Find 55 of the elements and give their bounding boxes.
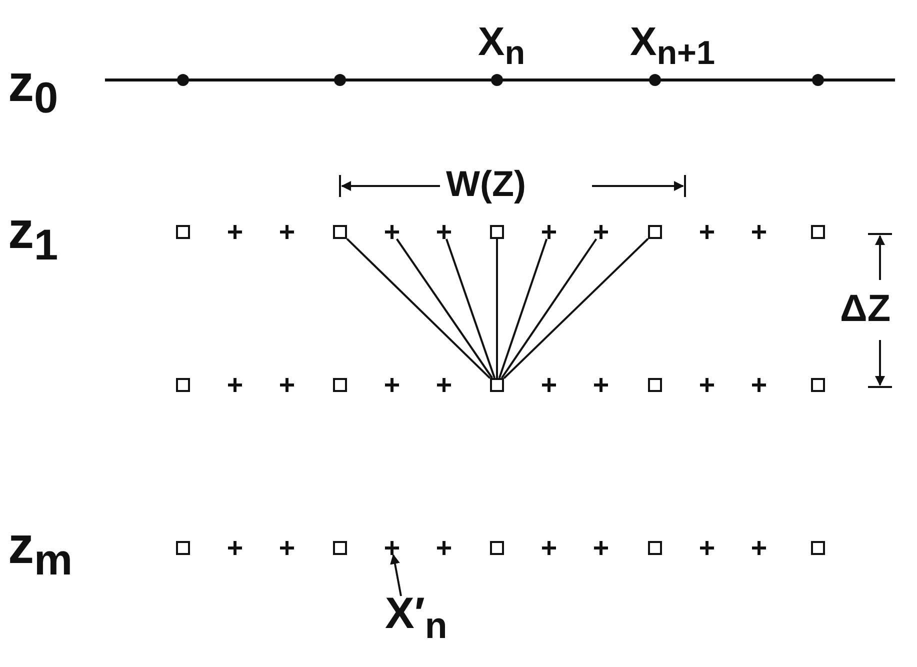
plus-marker	[594, 225, 608, 239]
plus-marker	[437, 225, 451, 239]
plus-marker	[594, 541, 608, 555]
plus-marker	[280, 378, 294, 392]
square-marker	[811, 225, 825, 239]
plus-marker	[542, 378, 556, 392]
plus-marker	[700, 541, 714, 555]
connector-line	[346, 238, 491, 379]
plus-marker	[385, 225, 399, 239]
square-marker	[333, 541, 347, 555]
plus-marker	[542, 541, 556, 555]
plus-marker	[594, 378, 608, 392]
plus-marker	[228, 378, 242, 392]
square-marker	[176, 225, 190, 239]
square-marker	[333, 225, 347, 239]
plus-marker	[385, 378, 399, 392]
connector-line	[498, 238, 548, 378]
depth-label: z$_{0}$	[8, 58, 58, 121]
plus-marker	[280, 225, 294, 239]
connector-line	[500, 238, 598, 379]
square-marker	[333, 378, 347, 392]
plus-marker	[700, 378, 714, 392]
dimension-label: ΔZ	[840, 290, 891, 328]
connector-line	[496, 239, 498, 378]
point-label: X$_{n}$	[478, 22, 526, 70]
dimension-label: W(Z)	[446, 166, 526, 202]
plus-marker	[542, 225, 556, 239]
point-label: X$_{n+1}$	[630, 22, 716, 70]
plus-marker	[752, 541, 766, 555]
square-marker	[648, 378, 662, 392]
depth-label: z$_{m}$	[8, 520, 73, 583]
square-marker	[490, 225, 504, 239]
plus-marker	[228, 225, 242, 239]
plus-marker	[700, 225, 714, 239]
square-marker	[811, 378, 825, 392]
point-label: X′$_{n}$	[385, 592, 448, 644]
plus-marker	[228, 541, 242, 555]
square-marker	[811, 541, 825, 555]
square-marker	[490, 378, 504, 392]
square-marker	[176, 541, 190, 555]
plus-marker	[752, 225, 766, 239]
plus-marker	[437, 378, 451, 392]
depth-label: z$_{1}$	[8, 205, 58, 268]
square-marker	[648, 225, 662, 239]
connector-line	[445, 238, 496, 378]
square-marker	[490, 541, 504, 555]
square-marker	[648, 541, 662, 555]
plus-marker	[385, 541, 399, 555]
connector-line	[503, 238, 649, 379]
leader-arrow	[390, 554, 402, 596]
plus-marker	[280, 541, 294, 555]
connector-line	[396, 238, 494, 379]
plus-marker	[437, 541, 451, 555]
square-marker	[176, 378, 190, 392]
plus-marker	[752, 378, 766, 392]
